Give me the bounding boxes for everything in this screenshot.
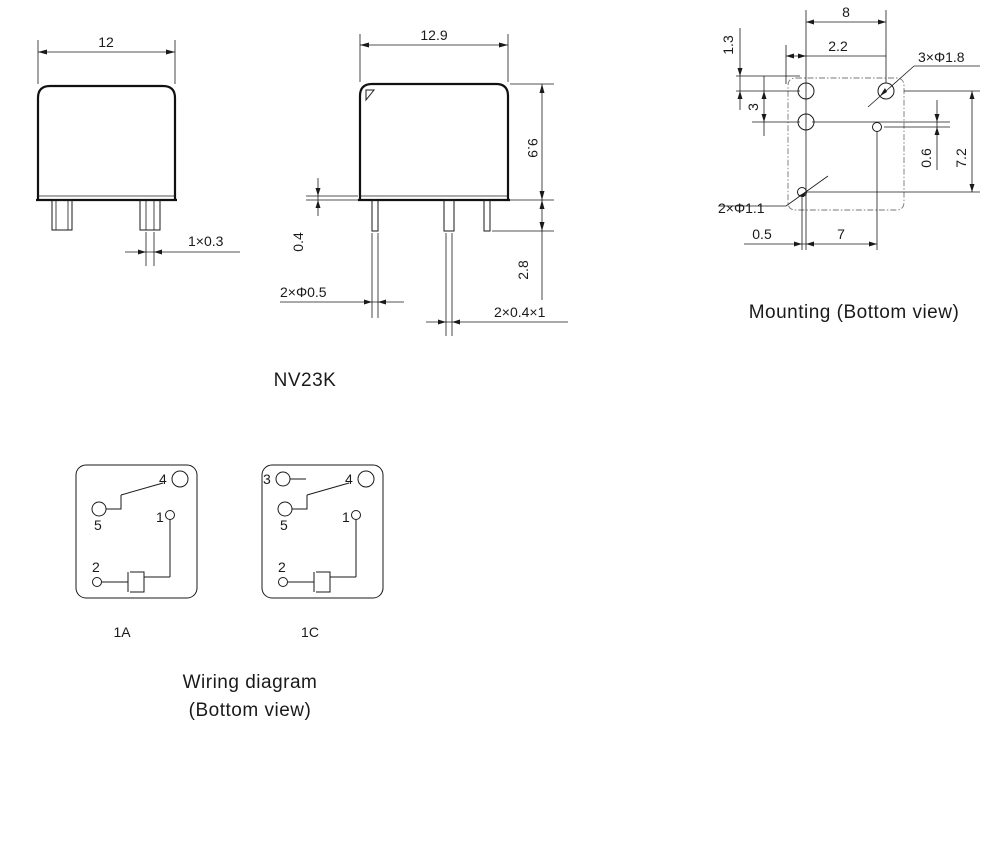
- wiring-diagram-1a: 4 5 1 2: [75, 464, 198, 599]
- side-view: 12.9 9.9 2.8 0.4 2×Φ0.5 2×0.4×: [280, 27, 568, 336]
- front-width-dim: 12: [98, 34, 114, 50]
- side-pin-1: [371, 199, 379, 232]
- wiring-1c-switch-blade: [306, 482, 350, 496]
- front-pin-left: [51, 199, 73, 231]
- wiring-1a-switch-lead: [106, 495, 122, 510]
- front-view: 12 1×0.3: [36, 34, 240, 266]
- wiring-1a-label: 1A: [113, 624, 131, 640]
- model-label: NV23K: [274, 370, 337, 391]
- wiring-1c-frame: [261, 464, 384, 599]
- side-view-body: [358, 82, 510, 200]
- wiring-1c-pin5-terminal: [277, 501, 293, 517]
- mount-dim-holes-small: 2×Φ1.1: [718, 200, 765, 216]
- wiring-1a-pin4-terminal: [171, 470, 189, 488]
- wiring-1c-pin2-terminal: [278, 577, 288, 587]
- side-pin-length-dim: 2.8: [515, 260, 531, 280]
- wiring-1c-pin-label: 5: [280, 517, 288, 533]
- orientation-mark: [365, 89, 376, 102]
- wiring-1a-switch-blade: [120, 482, 164, 496]
- side-width-dim: 12.9: [420, 27, 447, 43]
- wiring-1a-coil: [102, 571, 170, 593]
- wiring-1a-pin2-terminal: [92, 577, 102, 587]
- mount-dim-0-5: 0.5: [752, 226, 772, 242]
- mounting-outline: [787, 77, 905, 211]
- mounting-view: 8 2.2 1.3 3 3×Φ1.8 0.6 7.2 2×Φ1.: [718, 4, 980, 250]
- wiring-1a-frame: [75, 464, 198, 599]
- front-pin-right: [139, 199, 161, 231]
- mount-dim-8: 8: [842, 4, 850, 20]
- mount-dim-0-6: 0.6: [918, 148, 934, 168]
- side-standoff-dim: 0.4: [290, 232, 306, 252]
- mount-dim-holes-large: 3×Φ1.8: [918, 49, 965, 65]
- wiring-1a-pin5-terminal: [91, 501, 107, 517]
- mount-dim-2-2: 2.2: [828, 38, 848, 54]
- wiring-1c-coil: [288, 571, 356, 593]
- wiring-1c-pin-label: 2: [278, 559, 286, 575]
- wiring-1c-pin-label: 4: [345, 471, 353, 487]
- side-pin-2: [443, 199, 455, 232]
- mount-dim-7: 7: [837, 226, 845, 242]
- wiring-1a-pin1-terminal: [165, 510, 175, 520]
- mount-dim-3: 3: [745, 103, 761, 111]
- wiring-diagram-1c: 3 4 5 1 2: [261, 464, 384, 599]
- side-pin-rect-dim: 2×0.4×1: [494, 304, 546, 320]
- hole-small-1: [872, 122, 882, 132]
- front-view-body: [36, 84, 177, 200]
- mount-dim-7-2: 7.2: [953, 148, 969, 168]
- wiring-1c-pin1-terminal: [351, 510, 361, 520]
- wiring-caption-line2: (Bottom view): [189, 700, 312, 721]
- wiring-1a-pin-label: 5: [94, 517, 102, 533]
- wiring-1a-pin-label: 1: [156, 509, 164, 525]
- wiring-1c-switch-lead: [292, 495, 308, 510]
- wiring-1a-pin-label: 2: [92, 559, 100, 575]
- side-height-dim: 9.9: [525, 138, 541, 158]
- wiring-1c-pin4-terminal: [357, 470, 375, 488]
- mounting-caption: Mounting (Bottom view): [749, 302, 960, 323]
- side-pin-dia-dim: 2×Φ0.5: [280, 284, 327, 300]
- side-pin-3: [483, 199, 491, 232]
- wiring-1c-pin-label: 3: [263, 471, 271, 487]
- front-pin-dim: 1×0.3: [188, 233, 224, 249]
- mount-dim-1-3: 1.3: [720, 35, 736, 55]
- wiring-1a-pin-label: 4: [159, 471, 167, 487]
- wiring-1c-pin3-terminal: [275, 471, 291, 487]
- wiring-1c-label: 1C: [301, 624, 319, 640]
- wiring-1c-pin-label: 1: [342, 509, 350, 525]
- wiring-caption-line1: Wiring diagram: [183, 672, 318, 693]
